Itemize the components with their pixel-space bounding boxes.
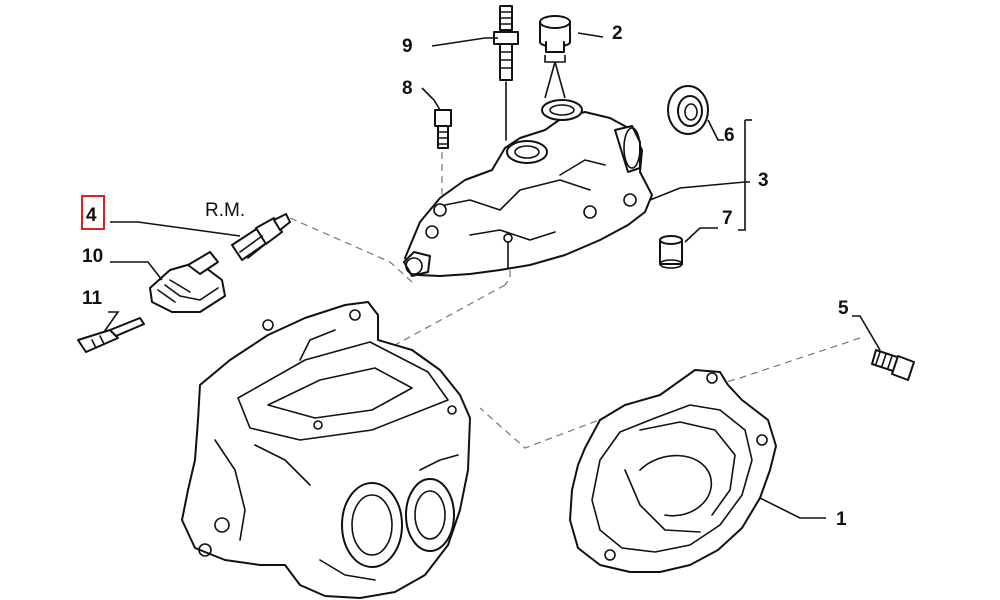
callout-6[interactable]: 6 xyxy=(724,125,735,146)
callout-5[interactable]: 5 xyxy=(838,298,849,319)
highlight-box xyxy=(81,195,105,230)
part-1-side-cover[interactable] xyxy=(569,369,777,573)
part-8-bolt[interactable] xyxy=(434,109,452,149)
callout-8[interactable]: 8 xyxy=(402,78,413,99)
gearbox-housing xyxy=(181,301,471,599)
part-4-sensor[interactable] xyxy=(231,213,291,261)
rm-label: R.M. xyxy=(205,200,245,221)
part-6-seal-ring[interactable] xyxy=(667,85,709,135)
part-3-outlet-housing[interactable] xyxy=(403,99,653,277)
part-5-bolt[interactable] xyxy=(871,349,915,381)
part-11-terminal[interactable] xyxy=(77,317,145,353)
callout-11[interactable]: 11 xyxy=(82,288,103,309)
callout-7[interactable]: 7 xyxy=(722,208,733,229)
part-9-stud[interactable] xyxy=(493,5,519,141)
part-7-bushing[interactable] xyxy=(659,235,683,269)
callout-10[interactable]: 10 xyxy=(82,246,103,267)
part-2-cap[interactable] xyxy=(539,15,571,99)
part-10-connector[interactable] xyxy=(149,251,226,313)
callout-4[interactable]: 4 xyxy=(86,205,97,226)
callout-9[interactable]: 9 xyxy=(402,36,413,57)
callout-2[interactable]: 2 xyxy=(612,23,623,44)
leader-lines xyxy=(103,32,881,519)
callout-1[interactable]: 1 xyxy=(836,509,847,530)
callouts: 1 2 3 4 5 6 7 8 9 10 11 R.M. xyxy=(82,23,849,530)
callout-3[interactable]: 3 xyxy=(758,170,769,191)
